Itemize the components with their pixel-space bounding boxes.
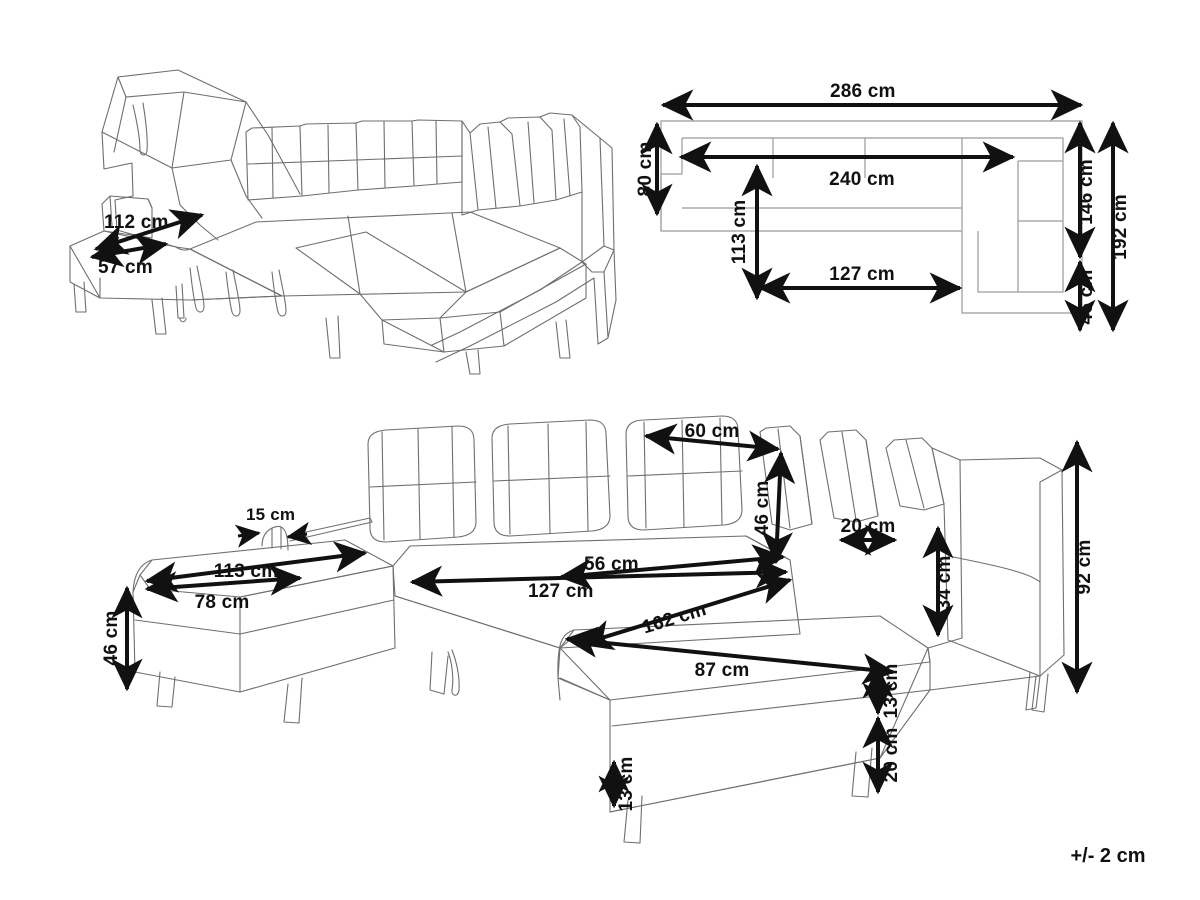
dimension-label-plan-80: 80 cm	[635, 142, 656, 197]
dimension-label-sofa-13-leg: 13 cm	[616, 757, 637, 812]
bed-mode-illustration	[69, 69, 617, 375]
dimension-bed-57	[89, 233, 169, 268]
dimension-label-plan-46: 46 cm	[1076, 270, 1097, 325]
dimension-sofa-15	[234, 521, 313, 548]
dimension-label-plan-113: 113 cm	[729, 200, 750, 265]
dimension-label-sofa-46-left: 46 cm	[101, 611, 122, 666]
dimension-label-sofa-56: 56 cm	[584, 554, 639, 575]
dimension-label-sofa-20-leg: 20 cm	[881, 728, 902, 783]
tolerance-note: +/- 2 cm	[1070, 845, 1145, 867]
dimension-sofa-46-back	[761, 450, 796, 565]
dimension-label-sofa-78: 78 cm	[195, 592, 250, 613]
dimension-sofa-60	[643, 423, 781, 462]
dimension-label-plan-146: 146 cm	[1076, 159, 1097, 225]
dimension-label-sofa-15: 15 cm	[246, 505, 295, 524]
dimension-label-bed-57: 57 cm	[98, 257, 153, 278]
sofa-mode-illustration	[132, 415, 1065, 844]
dimension-label-sofa-162: 162 cm	[640, 599, 709, 638]
dimension-sofa-78	[144, 564, 303, 603]
dimension-label-plan-240: 240 cm	[829, 169, 895, 190]
dimension-label-plan-127: 127 cm	[829, 264, 895, 285]
dimension-label-sofa-46-back: 46 cm	[752, 481, 773, 536]
dimension-label-sofa-34: 34 cm	[934, 556, 955, 611]
dimension-label-sofa-13-right: 13 cm	[881, 664, 902, 719]
dimension-label-sofa-60: 60 cm	[685, 421, 740, 442]
dimension-label-plan-286: 286 cm	[830, 81, 896, 102]
dimension-label-bed-112: 112 cm	[104, 212, 169, 233]
dimension-sofa-87	[564, 626, 896, 685]
dimension-label-plan-192: 192 cm	[1110, 194, 1131, 260]
dimension-label-sofa-127: 127 cm	[528, 581, 594, 602]
dimension-label-sofa-92: 92 cm	[1074, 540, 1095, 595]
dimension-label-sofa-87: 87 cm	[695, 660, 750, 681]
dimension-label-sofa-20: 20 cm	[841, 516, 896, 537]
